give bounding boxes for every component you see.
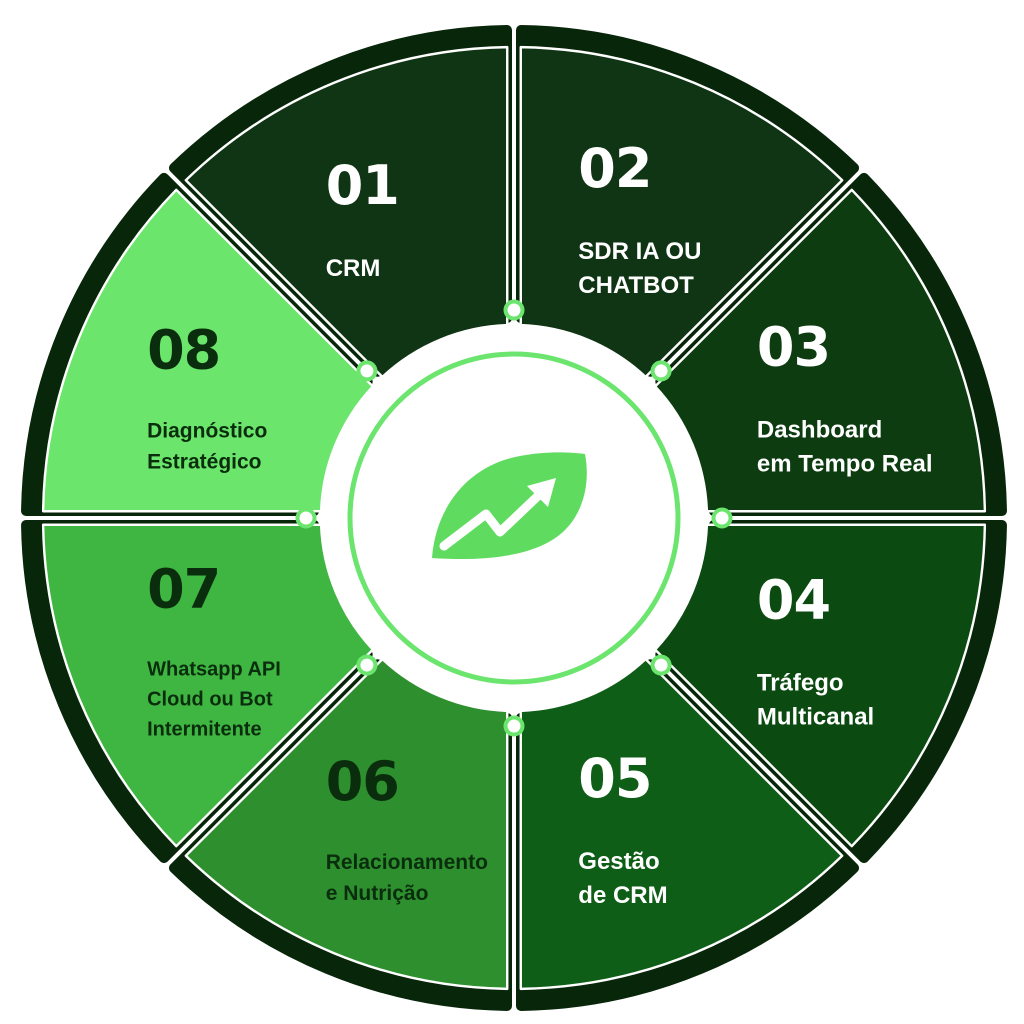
segment-05-label-line-2: de CRM	[578, 882, 667, 909]
segment-03-label-line-2: em Tempo Real	[757, 451, 933, 478]
segment-01-number: 01	[326, 154, 399, 217]
segment-03-number: 03	[757, 316, 830, 379]
segment-06-label-line-2: e Nutrição	[326, 882, 429, 905]
segment-08	[41, 188, 375, 513]
segment-03-label-line-1: Dashboard	[757, 417, 882, 444]
segment-02-label-line-1: SDR IA OU	[578, 238, 701, 265]
segment-02	[519, 45, 844, 379]
segment-06-number: 06	[326, 750, 399, 813]
segment-02-label-line-2: CHATBOT	[578, 272, 694, 299]
segment-07-label-line-2: Cloud ou Bot	[147, 688, 273, 710]
segment-08-label-line-2: Estratégico	[147, 451, 261, 474]
segment-05-label-line-1: Gestão	[578, 848, 659, 875]
segment-05-number: 05	[578, 747, 651, 810]
segment-07	[41, 523, 375, 848]
segment-04-label-line-2: Multicanal	[757, 703, 874, 730]
segment-04-label-line-1: Tráfego	[757, 669, 844, 696]
ring-dots-layer	[295, 299, 733, 737]
segment-07-number: 07	[147, 557, 220, 620]
segment-04-number: 04	[757, 568, 830, 631]
ring-dot	[356, 654, 378, 676]
growth-leaf-icon	[432, 452, 587, 560]
segments-layer	[21, 25, 1007, 1011]
segment-07-label-line-1: Whatsapp API	[147, 658, 281, 680]
segment-01	[184, 45, 509, 379]
segment-06-label-line-1: Relacionamento	[326, 851, 488, 874]
ring-dot	[711, 507, 733, 529]
segment-03	[653, 188, 987, 513]
segment-06	[184, 657, 509, 991]
center-hub	[347, 351, 681, 685]
segment-08-number: 08	[147, 319, 220, 382]
ring-dot	[356, 360, 378, 382]
segment-05	[519, 657, 844, 991]
ring-dot	[295, 507, 317, 529]
segment-02-number: 02	[578, 137, 651, 200]
segment-04	[653, 523, 987, 848]
segment-01-label-line-1: CRM	[326, 255, 381, 282]
segment-08-label-line-1: Diagnóstico	[147, 420, 267, 443]
segment-07-label-line-3: Intermitente	[147, 718, 261, 740]
ring-dot	[650, 654, 672, 676]
ring-dot	[503, 299, 525, 321]
ring-dot	[503, 715, 525, 737]
ring-dot	[650, 360, 672, 382]
